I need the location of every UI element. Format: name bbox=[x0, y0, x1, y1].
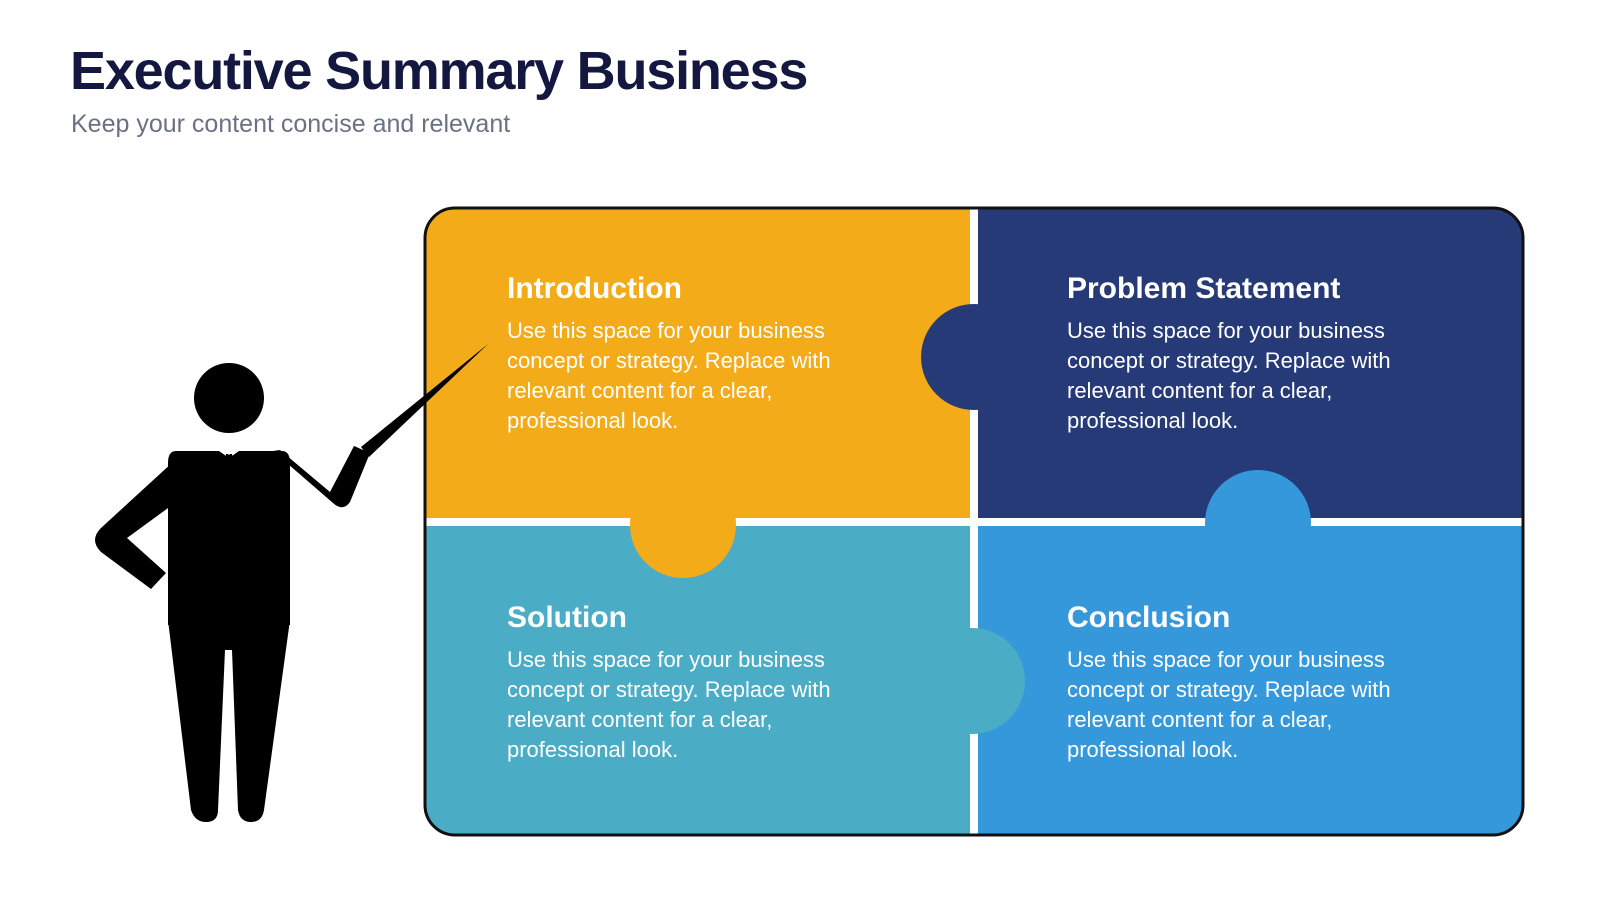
page-subtitle: Keep your content concise and relevant bbox=[71, 110, 511, 138]
puzzle-piece-introduction bbox=[425, 208, 974, 522]
tab-introduction-into-solution bbox=[630, 472, 736, 578]
section-text: Use this space for your business concept… bbox=[507, 647, 831, 762]
section-text: Use this space for your business concept… bbox=[507, 318, 831, 433]
page-title: Executive Summary Business bbox=[70, 41, 808, 101]
section-conclusion: Conclusion Use this space for your busin… bbox=[1067, 601, 1457, 765]
section-solution: Solution Use this space for your busines… bbox=[507, 601, 897, 765]
tab-solution-into-conclusion bbox=[919, 628, 1025, 734]
horizontal-divider bbox=[425, 518, 1523, 526]
section-title: Problem Statement bbox=[1067, 272, 1341, 305]
tab-conclusion-into-problem bbox=[1205, 470, 1311, 576]
section-title: Solution bbox=[507, 601, 627, 634]
section-introduction: Introduction Use this space for your bus… bbox=[507, 272, 897, 436]
puzzle-piece-problem-statement bbox=[974, 208, 1523, 522]
section-text: Use this space for your business concept… bbox=[1067, 647, 1391, 762]
presenter-with-pointer-icon bbox=[95, 344, 488, 822]
puzzle-border bbox=[423, 206, 1525, 837]
tie-icon bbox=[222, 454, 236, 484]
section-problem-statement: Problem Statement Use this space for you… bbox=[1067, 272, 1457, 436]
section-title: Introduction bbox=[507, 272, 682, 305]
tab-problem-into-introduction bbox=[921, 304, 1027, 410]
section-text: Use this space for your business concept… bbox=[1067, 318, 1391, 433]
section-title: Conclusion bbox=[1067, 601, 1231, 634]
